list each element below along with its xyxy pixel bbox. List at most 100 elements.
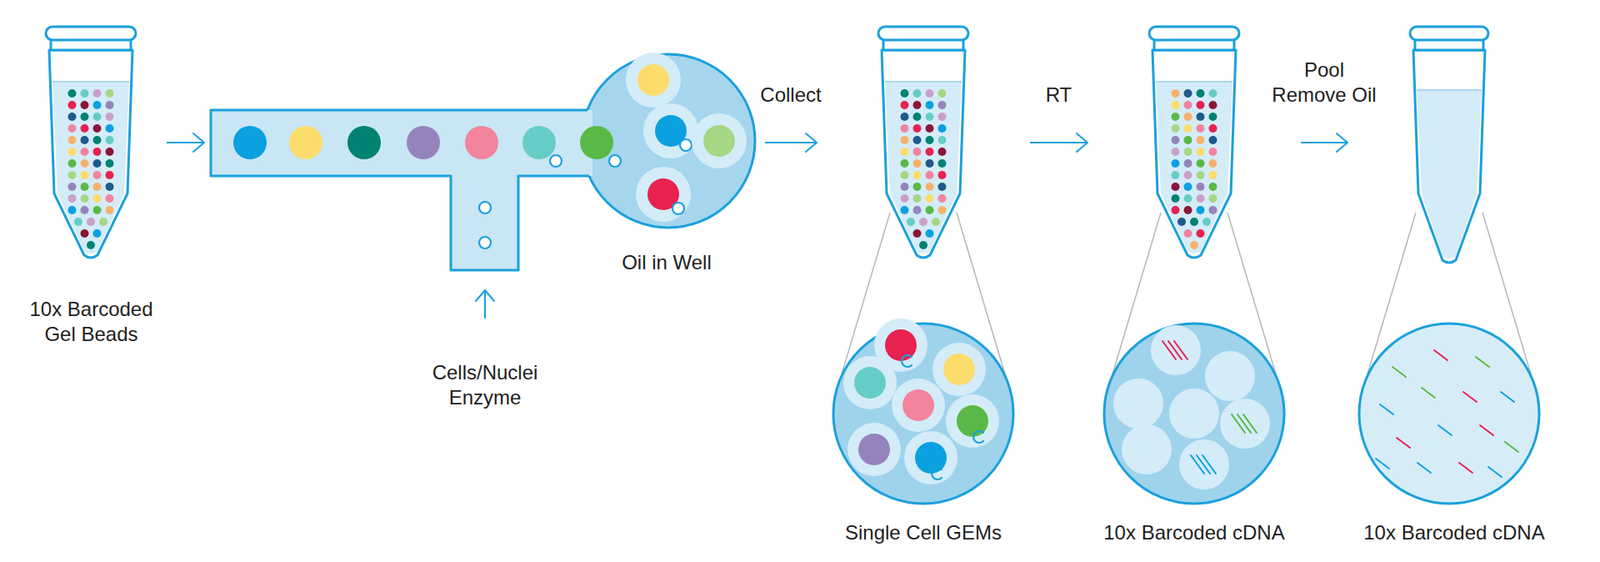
gel-bead-dot <box>900 194 910 203</box>
flow-arrow <box>475 290 495 319</box>
gel-bead-dot <box>1196 194 1205 203</box>
zoom <box>833 212 1014 504</box>
gel-bead-dot <box>1184 170 1193 180</box>
gel-bead <box>233 125 267 160</box>
gel-bead-dot <box>68 159 77 168</box>
tube-cap <box>45 26 136 40</box>
gel-bead-dot <box>938 147 947 156</box>
gel-bead-dot <box>68 182 77 191</box>
tube <box>45 26 136 258</box>
gel-bead-dot <box>913 124 922 133</box>
gel-bead-dot <box>1171 170 1180 180</box>
gel-bead-dot <box>900 89 910 98</box>
gel-bead-dot <box>925 182 935 191</box>
gel-bead-dot <box>938 112 947 121</box>
barcoded-cdna <box>1162 340 1176 360</box>
gem-droplet <box>945 394 1000 448</box>
cdna-strand <box>1421 387 1435 398</box>
gel-bead-dot <box>1209 100 1218 110</box>
gel-bead-dot <box>938 100 947 110</box>
gel-bead-dot <box>1184 112 1193 121</box>
gel-bead-dot <box>1177 217 1186 226</box>
gel-bead-dot <box>925 135 935 145</box>
gel-bead-dot <box>105 170 115 180</box>
gel-bead-dot <box>105 182 115 191</box>
gel-bead-dot <box>68 205 77 215</box>
gel-bead-dot <box>68 194 77 203</box>
gel-bead-dot <box>93 147 102 156</box>
gel-bead <box>289 125 323 160</box>
gel-bead <box>637 64 670 96</box>
tube-liquid <box>52 81 130 254</box>
tube <box>1149 26 1240 258</box>
gel-bead-dot <box>1184 100 1193 110</box>
microfluidic-chip <box>210 52 755 270</box>
cell <box>901 355 912 367</box>
gel-bead-dot <box>1184 135 1193 145</box>
gel-bead-dot <box>1209 112 1218 121</box>
gel-bead-dot <box>913 112 922 121</box>
gel-bead-dot <box>913 205 922 215</box>
gel-bead-dot <box>1196 112 1205 121</box>
gel-bead-dot <box>1184 205 1193 215</box>
gel-bead-dot <box>1196 205 1205 215</box>
droplet <box>1113 378 1164 429</box>
gel-bead-dot <box>1209 194 1218 203</box>
gel-bead-dot <box>1171 135 1180 145</box>
gel-bead-dot <box>93 89 102 98</box>
gel-bead-dot <box>906 217 915 226</box>
gel-bead-dot <box>913 100 922 110</box>
gel-bead-dot <box>105 100 115 110</box>
gel-bead-dot <box>74 217 83 226</box>
gel-bead-dot <box>1209 182 1218 191</box>
tube-body <box>49 50 133 258</box>
zoom <box>1104 212 1285 504</box>
cdna-strand <box>1396 437 1410 448</box>
gel-bead-dot <box>93 100 102 110</box>
gel-bead-dot <box>80 170 90 180</box>
gel-bead-dot <box>925 112 935 121</box>
gel-bead-dot <box>105 135 115 145</box>
gel-bead-dot <box>925 170 935 180</box>
gel-bead-dot <box>925 205 935 215</box>
gel-bead <box>580 125 614 160</box>
barcoded-cdna <box>1196 455 1210 474</box>
gel-bead-dot <box>925 194 935 203</box>
cell <box>931 467 942 480</box>
tube-liquid <box>1155 81 1233 254</box>
cell <box>672 202 685 215</box>
gel-bead <box>347 125 381 160</box>
gel-bead-dot <box>105 194 115 203</box>
liquid-line <box>1416 89 1482 91</box>
gel-bead-dot <box>900 147 910 156</box>
gem-droplet <box>932 342 986 396</box>
gel-bead-dot <box>68 147 77 156</box>
gem-droplet <box>643 103 699 159</box>
barcoded-cdna <box>1190 455 1205 474</box>
gel-bead-dot <box>938 135 947 145</box>
step-label: Collect <box>760 82 821 108</box>
gel-bead-dot <box>925 229 935 238</box>
gel-bead-dot <box>80 100 90 110</box>
inlet-caption: Cells/Nuclei Enzyme <box>422 325 548 417</box>
flow-arrow <box>765 133 817 152</box>
arrow-head <box>193 133 205 152</box>
gel-bead-dot <box>93 159 102 168</box>
cell <box>479 236 491 249</box>
gel-bead-dot <box>1184 124 1193 133</box>
gel-bead-dot <box>938 205 947 215</box>
arrow-line <box>1030 141 1088 144</box>
zoom <box>1359 212 1540 504</box>
tube-liquid <box>885 81 962 254</box>
gel-bead-dot <box>1184 89 1193 98</box>
gel-bead-dot <box>86 217 95 226</box>
gel-bead-dot <box>1190 240 1199 250</box>
gel-bead-tube: 10x Barcoded Gel Beads <box>22 16 160 355</box>
arrow-head <box>1336 133 1348 152</box>
gel-bead-dot <box>1184 159 1193 168</box>
gel-bead-dot <box>99 217 108 226</box>
gel-bead-dot <box>1171 159 1180 168</box>
gel-bead-dot <box>1171 205 1180 215</box>
gel-bead-dot <box>900 170 910 180</box>
